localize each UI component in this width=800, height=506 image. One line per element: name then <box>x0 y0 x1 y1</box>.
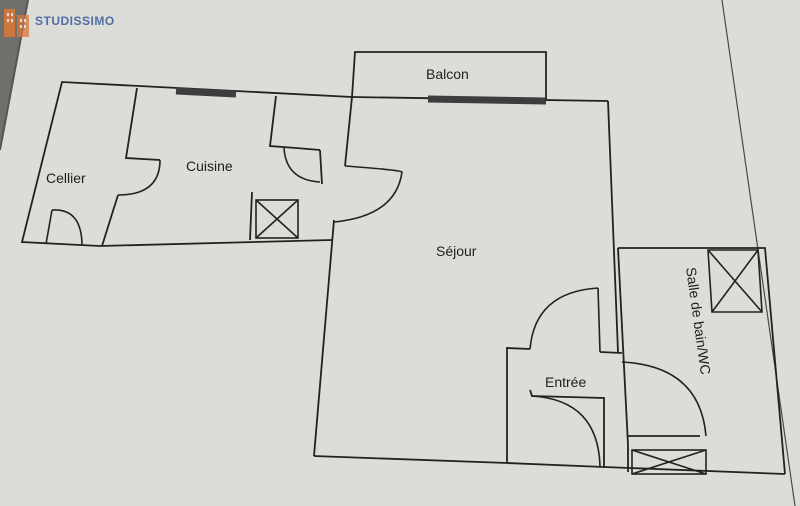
ventilation-ducts <box>255 199 763 475</box>
label-entree: Entrée <box>545 374 586 390</box>
door-swings <box>45 147 707 467</box>
brand-name: STUDISSIMO <box>35 14 115 28</box>
label-cellier: Cellier <box>46 170 86 186</box>
building-icon <box>4 9 29 37</box>
brand-watermark: STUDISSIMO <box>2 4 115 38</box>
label-sejour: Séjour <box>436 243 477 259</box>
label-cuisine: Cuisine <box>186 158 233 174</box>
windows <box>175 87 547 105</box>
label-balcon: Balcon <box>426 66 469 82</box>
